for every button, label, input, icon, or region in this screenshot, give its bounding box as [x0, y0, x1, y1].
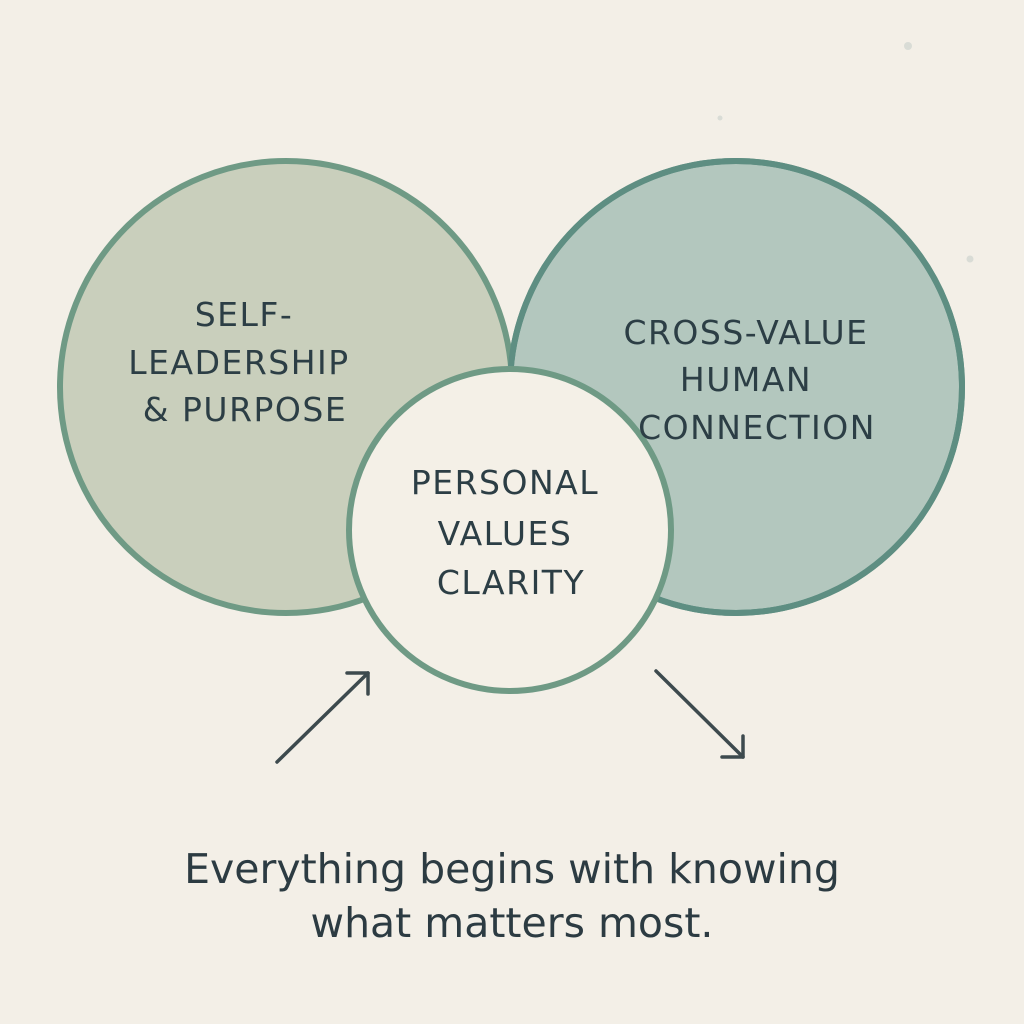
decorative-dots [717, 42, 974, 263]
left-label-line-1: SELF- [195, 295, 294, 334]
right-circle-label: CROSS-VALUE HUMAN CONNECTION [623, 313, 880, 447]
left-label-line-3: & PURPOSE [143, 390, 347, 429]
center-circle-label: PERSONAL VALUES CLARITY [411, 463, 611, 602]
right-label-line-3: CONNECTION [638, 408, 876, 447]
caption-line-2: what matters most. [310, 899, 714, 947]
center-label-line-3: CLARITY [437, 563, 585, 602]
left-label-line-2: LEADERSHIP [128, 343, 349, 382]
caption-line-1: Everything begins with knowing [184, 845, 840, 893]
left-circle-label: SELF- LEADERSHIP & PURPOSE [128, 295, 361, 429]
caption: Everything begins with knowing what matt… [0, 842, 1024, 950]
right-label-line-2: HUMAN [680, 360, 812, 399]
arrow-up-right-icon [275, 671, 370, 764]
center-label-line-1: PERSONAL [411, 463, 599, 502]
arrow-down-right-icon [654, 669, 745, 759]
center-circle [346, 366, 674, 694]
center-label-line-2: VALUES [438, 514, 573, 553]
right-label-line-1: CROSS-VALUE [623, 313, 868, 352]
